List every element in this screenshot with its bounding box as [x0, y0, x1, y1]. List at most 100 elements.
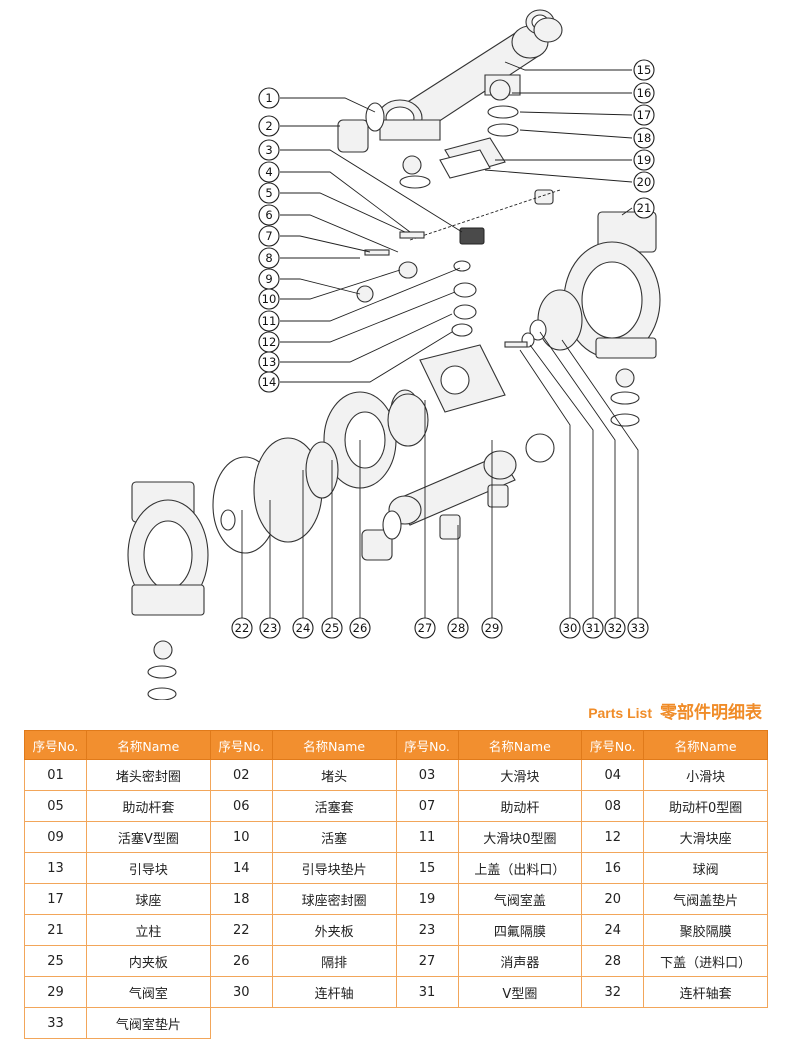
svg-text:3: 3: [265, 143, 272, 157]
part-name: 活塞: [271, 821, 397, 853]
air-valve-cover: [439, 137, 506, 179]
part-no: 19: [395, 883, 459, 915]
callout-33: 33: [627, 617, 649, 639]
part-no: 15: [395, 852, 459, 884]
part-no: 02: [209, 759, 273, 791]
part-no: 28: [581, 945, 645, 977]
callout-26: 26: [349, 617, 371, 639]
svg-text:13: 13: [262, 355, 277, 369]
part-no: 06: [209, 790, 273, 822]
part-name: 大滑块座: [643, 821, 768, 853]
part-no: 23: [395, 914, 459, 946]
part-name: 消声器: [457, 945, 583, 977]
part-no: 04: [581, 759, 645, 791]
header-name: 名称Name: [271, 730, 397, 760]
svg-text:12: 12: [262, 335, 277, 349]
empty-cell: [272, 1008, 396, 1039]
part-no: 03: [395, 759, 459, 791]
top-right-plug: [525, 9, 563, 43]
svg-text:23: 23: [263, 621, 278, 635]
part-name: 堵头: [271, 759, 397, 791]
parts-list-title-en: Parts List: [588, 705, 652, 721]
callout-4: 4: [258, 161, 280, 183]
callout-14: 14: [258, 371, 280, 393]
part-name: 大滑块0型圈: [457, 821, 583, 853]
callout-23: 23: [259, 617, 281, 639]
header-no: 序号No.: [395, 730, 459, 760]
part-no: 27: [395, 945, 459, 977]
part-no: 13: [24, 852, 87, 884]
part-name: 球阀: [643, 852, 768, 884]
svg-text:2: 2: [265, 119, 272, 133]
slider-parts: [356, 189, 561, 337]
callout-2: 2: [258, 115, 280, 137]
svg-text:30: 30: [563, 621, 578, 635]
part-name: 立柱: [86, 914, 211, 946]
callout-27: 27: [414, 617, 436, 639]
upper-manifold: [377, 25, 549, 141]
part-name: 外夹板: [271, 914, 397, 946]
part-name: 助动杆: [457, 790, 583, 822]
table-header-row: 序号No. 名称Name 序号No. 名称Name 序号No. 名称Name 序…: [24, 730, 768, 760]
svg-text:11: 11: [262, 314, 277, 328]
empty-cell: [396, 1008, 458, 1039]
empty-cell: [644, 1008, 768, 1039]
part-name: 聚胶隔膜: [643, 914, 768, 946]
callout-5: 5: [258, 182, 280, 204]
part-name: 上盖（出料口）: [457, 852, 583, 884]
svg-text:21: 21: [637, 201, 652, 215]
callout-10: 10: [258, 288, 280, 310]
callout-15: 15: [633, 59, 655, 81]
exploded-view-svg: 1 2 3 4 5 6 7 8 9 10 11 12 13 14 15 16 1…: [127, 9, 661, 700]
part-name: V型圈: [457, 976, 583, 1008]
svg-text:10: 10: [262, 292, 277, 306]
part-name: 气阀盖垫片: [643, 883, 768, 915]
part-no: 14: [209, 852, 273, 884]
callout-31: 31: [582, 617, 604, 639]
part-no: 05: [24, 790, 87, 822]
parts-list-heading: Parts List 零部件明细表: [588, 698, 762, 723]
parts-table: 序号No. 名称Name 序号No. 名称Name 序号No. 名称Name 序…: [24, 730, 768, 1039]
exploded-view-drawing: 1 2 3 4 5 6 7 8 9 10 11 12 13 14 15 16 1…: [127, 9, 661, 700]
part-no: 32: [581, 976, 645, 1008]
svg-text:20: 20: [637, 175, 652, 189]
part-no: 18: [209, 883, 273, 915]
svg-text:31: 31: [586, 621, 601, 635]
svg-text:9: 9: [265, 272, 272, 286]
part-name: 连杆轴套: [643, 976, 768, 1008]
plug-and-oring: [337, 102, 385, 153]
upper-left-ball-seat: [399, 155, 431, 189]
part-name: 下盖（进料口）: [643, 945, 768, 977]
part-name: 气阀室垫片: [86, 1007, 211, 1039]
callout-25: 25: [321, 617, 343, 639]
right-pump-chamber: [563, 211, 661, 427]
header-name: 名称Name: [457, 730, 583, 760]
callout-19: 19: [633, 149, 655, 171]
svg-text:17: 17: [637, 108, 652, 122]
part-no: 16: [581, 852, 645, 884]
part-no: 01: [24, 759, 87, 791]
part-name: 连杆轴: [271, 976, 397, 1008]
right-diaphragm-plate: [504, 289, 583, 351]
svg-text:26: 26: [353, 621, 368, 635]
callout-6: 6: [258, 204, 280, 226]
callout-11: 11: [258, 310, 280, 332]
svg-text:29: 29: [485, 621, 500, 635]
empty-cell: [210, 1008, 272, 1039]
part-name: 引导块: [86, 852, 211, 884]
part-no: 07: [395, 790, 459, 822]
callout-1: 1: [258, 87, 280, 109]
svg-text:28: 28: [451, 621, 466, 635]
callout-30: 30: [559, 617, 581, 639]
callout-18: 18: [633, 127, 655, 149]
part-no: 31: [395, 976, 459, 1008]
part-name: 气阀室: [86, 976, 211, 1008]
part-no: 20: [581, 883, 645, 915]
part-no: 17: [24, 883, 87, 915]
part-no: 10: [209, 821, 273, 853]
part-name: 引导块垫片: [271, 852, 397, 884]
